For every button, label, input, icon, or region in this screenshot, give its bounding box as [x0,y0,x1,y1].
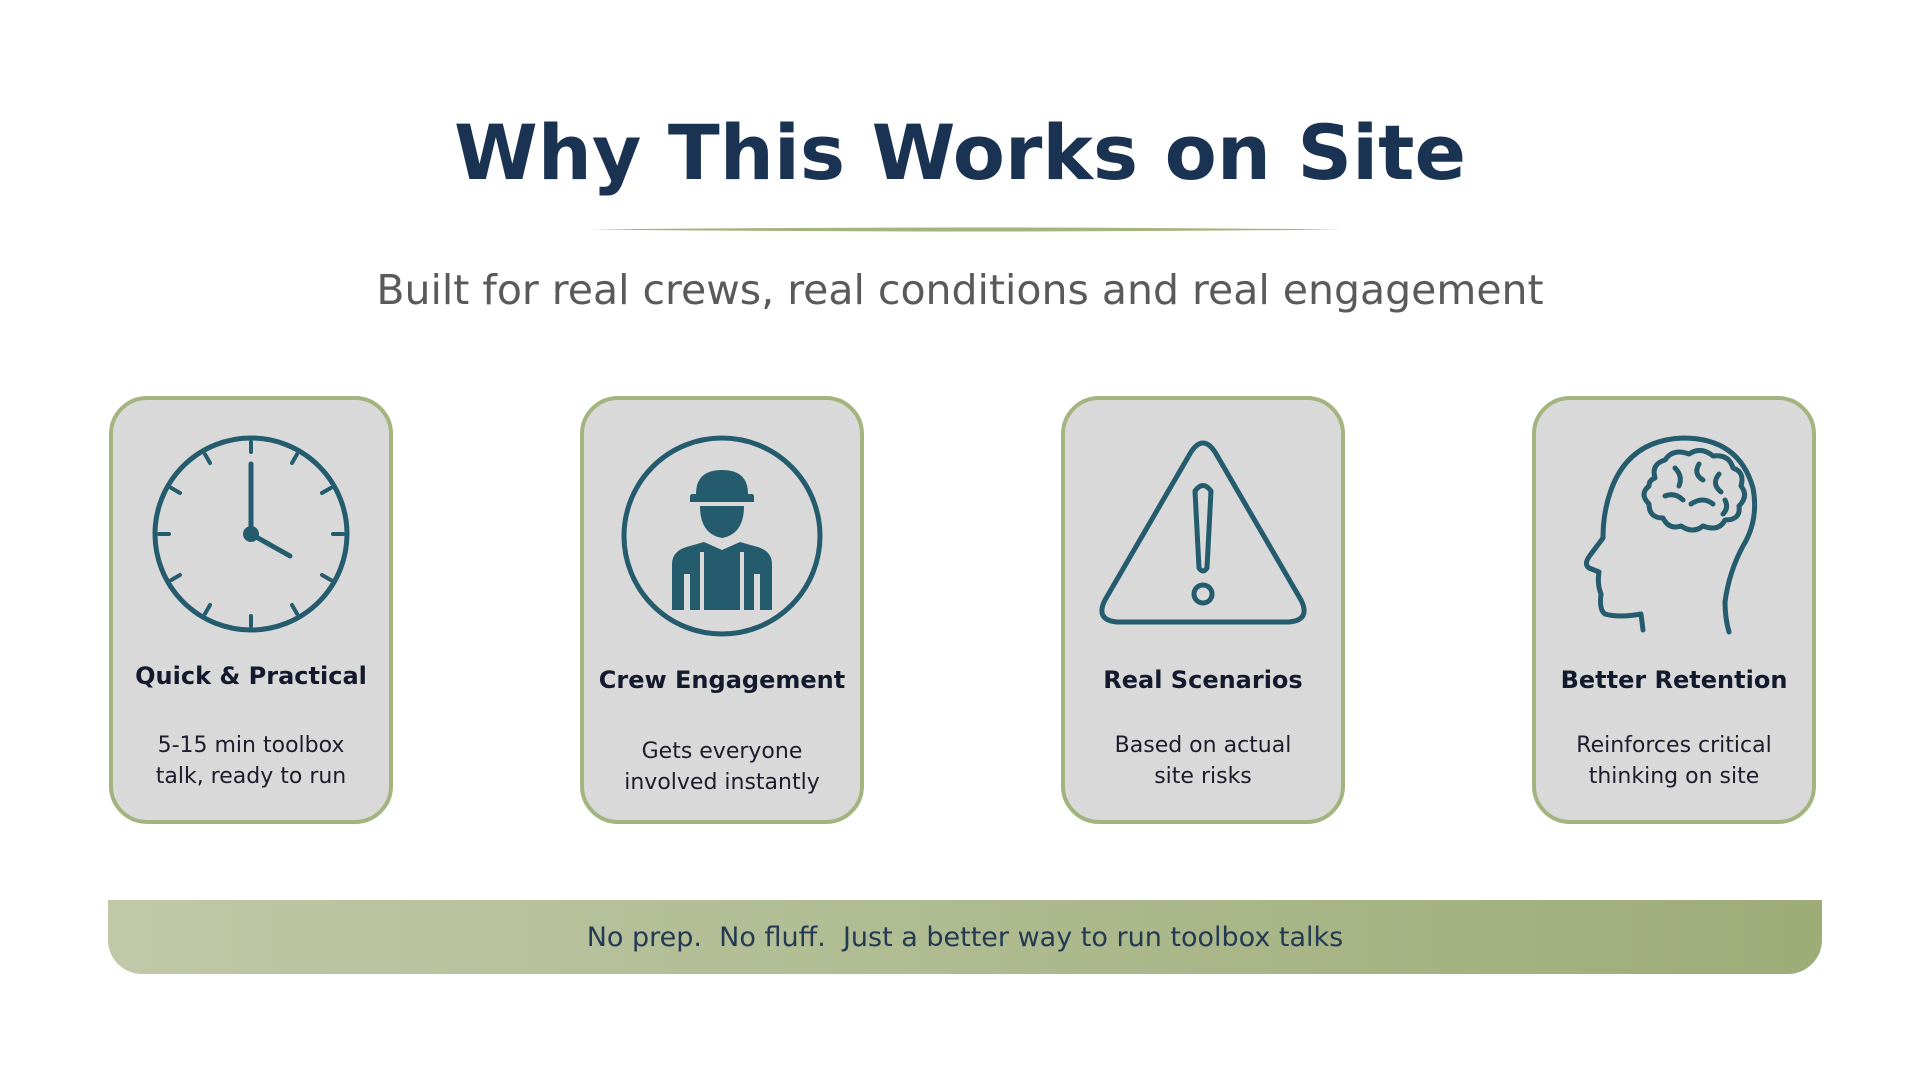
tagline-text: No prep. No fluff. Just a better way to … [586,921,1344,953]
feature-card-quick-practical: Quick & Practical 5-15 min toolbox talk,… [109,396,393,824]
card-title: Better Retention [1560,666,1788,694]
card-description-line: Gets everyone [641,739,803,764]
card-description-line: site risks [1154,764,1252,789]
title-underline [590,227,1342,232]
card-description-line: 5-15 min toolbox [157,733,345,758]
card-description-line: thinking on site [1588,764,1760,789]
clock-icon [113,434,389,634]
card-description: Gets everyone involved instantly [614,736,830,798]
card-title: Quick & Practical [135,662,367,690]
construction-worker-icon [584,434,860,638]
card-description-line: involved instantly [624,770,820,795]
feature-card-crew-engagement: Crew Engagement Gets everyone involved i… [580,396,864,824]
brain-head-icon [1536,434,1812,640]
card-description-line: Reinforces critical [1576,733,1772,758]
tagline-banner: No prep. No fluff. Just a better way to … [108,900,1822,974]
card-title: Real Scenarios [1103,666,1303,694]
card-description: Based on actual site risks [1095,730,1311,792]
feature-card-real-scenarios: Real Scenarios Based on actual site risk… [1061,396,1345,824]
warning-triangle-icon [1065,436,1341,636]
card-description-line: talk, ready to run [155,764,347,789]
card-description: 5-15 min toolbox talk, ready to run [143,730,359,792]
card-description-line: Based on actual [1114,733,1292,758]
card-title: Crew Engagement [598,666,846,694]
page-title: Why This Works on Site [453,108,1467,197]
feature-card-better-retention: Better Retention Reinforces critical thi… [1532,396,1816,824]
subtitle: Built for real crews, real conditions an… [376,266,1544,314]
card-description: Reinforces critical thinking on site [1566,730,1782,792]
